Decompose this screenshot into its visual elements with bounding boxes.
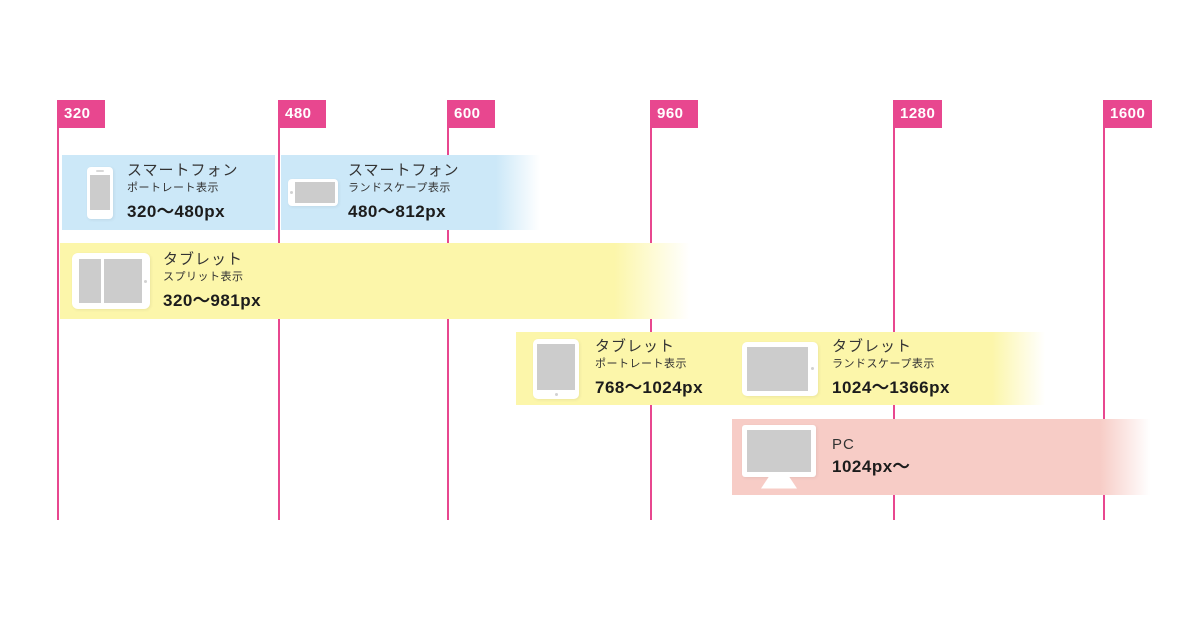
pixel-range-label: 1024〜1366px xyxy=(832,378,950,398)
band-entry: タブレット スプリット表示 320〜981px xyxy=(72,243,261,319)
breakpoint-flag-960: 960 xyxy=(650,100,698,128)
display-mode-label: ランドスケープ表示 xyxy=(832,358,935,371)
pc-monitor-icon xyxy=(742,424,816,490)
breakpoint-flag-600: 600 xyxy=(447,100,495,128)
device-label: スマートフォン xyxy=(127,162,239,180)
band-tablet-portrait-landscape: タブレット ポートレート表示 768〜1024px タブレット ランドスケープ表… xyxy=(516,332,1045,405)
device-label: タブレット xyxy=(163,250,244,268)
breakpoint-line-1280 xyxy=(893,102,895,520)
device-label: タブレット xyxy=(832,338,913,356)
breakpoint-flag-1600: 1600 xyxy=(1103,100,1153,128)
pixel-range-label: 1024px〜 xyxy=(832,457,911,477)
device-label: タブレット xyxy=(595,338,676,356)
breakpoint-flag-320: 320 xyxy=(57,100,105,128)
breakpoint-flag-1280: 1280 xyxy=(893,100,943,128)
tablet-portrait-icon xyxy=(533,338,579,399)
device-label: スマートフォン xyxy=(348,162,460,180)
pixel-range-label: 320〜480px xyxy=(127,202,226,222)
pixel-range-label: 480〜812px xyxy=(348,202,447,222)
display-mode-label: スプリット表示 xyxy=(163,270,244,283)
display-mode-label: ポートレート表示 xyxy=(127,182,219,195)
tablet-split-icon xyxy=(72,253,150,309)
smartphone-portrait-icon xyxy=(87,166,113,219)
tablet-landscape-icon xyxy=(742,341,818,396)
smartphone-landscape-icon xyxy=(288,179,338,206)
breakpoint-line-1600 xyxy=(1103,102,1105,520)
band-smartphone-landscape: スマートフォン ランドスケープ表示 480〜812px xyxy=(281,155,540,230)
device-label: PC xyxy=(832,436,855,454)
breakpoint-flag-480: 480 xyxy=(278,100,326,128)
pixel-range-label: 768〜1024px xyxy=(595,378,704,398)
band-pc: PC 1024px〜 xyxy=(732,419,1150,495)
band-entry: スマートフォン ポートレート表示 320〜480px xyxy=(87,155,239,230)
band-tablet-split: タブレット スプリット表示 320〜981px xyxy=(60,243,690,319)
pixel-range-label: 320〜981px xyxy=(163,290,262,310)
band-entry: タブレット ランドスケープ表示 1024〜1366px xyxy=(742,332,950,405)
band-smartphone-portrait: スマートフォン ポートレート表示 320〜480px xyxy=(62,155,275,230)
breakpoint-line-320 xyxy=(57,102,59,520)
band-entry: スマートフォン ランドスケープ表示 480〜812px xyxy=(288,155,460,230)
band-entry: PC 1024px〜 xyxy=(742,419,910,495)
display-mode-label: ポートレート表示 xyxy=(595,358,687,371)
band-entry: タブレット ポートレート表示 768〜1024px xyxy=(533,332,703,405)
display-mode-label: ランドスケープ表示 xyxy=(348,182,451,195)
